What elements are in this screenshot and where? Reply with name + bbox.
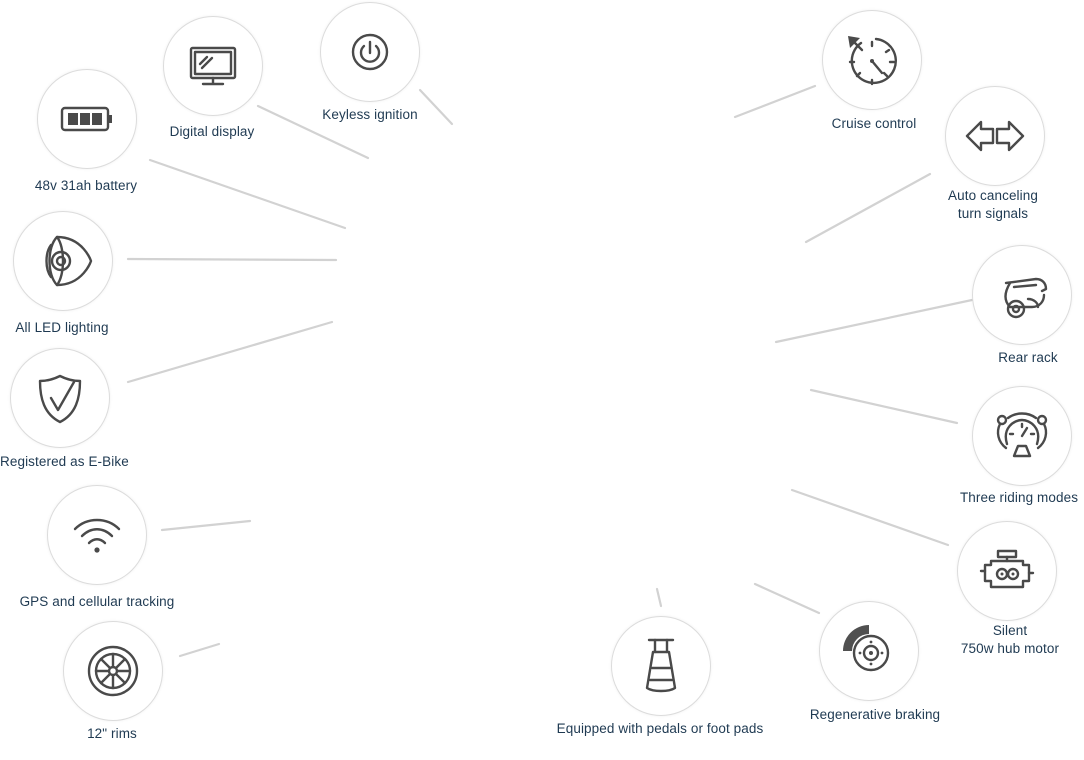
connector-line	[178, 642, 221, 658]
connector-line	[753, 582, 821, 615]
feature-label: Rear rack	[998, 350, 1058, 365]
wifi-icon	[73, 518, 121, 553]
feature-icon-circle	[822, 10, 922, 110]
scooter-icon	[1004, 277, 1048, 319]
connector-line	[160, 519, 252, 532]
feature-label: Three riding modes	[959, 490, 1079, 505]
feature-label: Auto canceling turn signals	[930, 187, 1056, 223]
feature-icon-circle	[63, 621, 163, 721]
feature-icon-circle	[819, 601, 919, 701]
connector-line	[809, 388, 959, 425]
feature-label: Regenerative braking	[809, 707, 941, 722]
feature-label: All LED lighting	[15, 320, 109, 335]
feature-label: Cruise control	[831, 116, 917, 131]
feature-label-line: 750w hub motor	[960, 641, 1060, 656]
headlight-icon	[45, 235, 93, 287]
feature-label: 12" rims	[87, 726, 137, 741]
feature-icon-circle	[972, 245, 1072, 345]
feature-icon-circle	[13, 211, 113, 311]
feature-icon-circle	[163, 16, 263, 116]
feature-icon-circle	[10, 348, 110, 448]
feature-label-line: turn signals	[957, 206, 1029, 221]
feature-icon-circle	[47, 485, 147, 585]
connector-line	[418, 88, 454, 126]
feature-label-line: Silent	[992, 623, 1028, 638]
shield-check-icon	[38, 374, 82, 424]
feature-label: GPS and cellular tracking	[19, 594, 175, 609]
connector-line	[126, 320, 334, 384]
feature-label: Equipped with pedals or foot pads	[556, 721, 764, 736]
mode-dial-icon	[996, 412, 1048, 458]
feature-icon-circle	[37, 69, 137, 169]
feature-label: Digital display	[169, 124, 255, 139]
feature-icon-circle	[320, 2, 420, 102]
motor-icon	[979, 549, 1035, 589]
connector-line	[790, 488, 950, 547]
power-icon	[351, 33, 389, 71]
connector-line	[148, 158, 347, 230]
connector-line	[804, 172, 932, 244]
feature-icon-circle	[611, 616, 711, 716]
wheel-icon	[87, 645, 139, 697]
monitor-icon	[189, 46, 237, 86]
feature-label: Silent 750w hub motor	[940, 622, 1080, 658]
feature-label-line: Auto canceling	[948, 188, 1038, 203]
disc-brake-icon	[843, 625, 890, 672]
battery-icon	[60, 106, 112, 132]
feature-label: Registered as E-Bike	[0, 454, 129, 469]
connector-line	[655, 587, 663, 608]
feature-label: 48v 31ah battery	[34, 178, 138, 193]
feature-icon-circle	[972, 386, 1072, 486]
speedometer-icon	[848, 36, 897, 86]
feature-label: Keyless ignition	[322, 107, 418, 122]
connector-line	[256, 104, 370, 160]
feature-icon-circle	[957, 521, 1057, 621]
pedal-icon	[645, 638, 677, 693]
turn-arrows-icon	[965, 120, 1025, 152]
feature-icon-circle	[945, 86, 1045, 186]
connector-line	[733, 84, 817, 119]
connector-line	[126, 257, 338, 262]
connector-line	[774, 298, 974, 344]
